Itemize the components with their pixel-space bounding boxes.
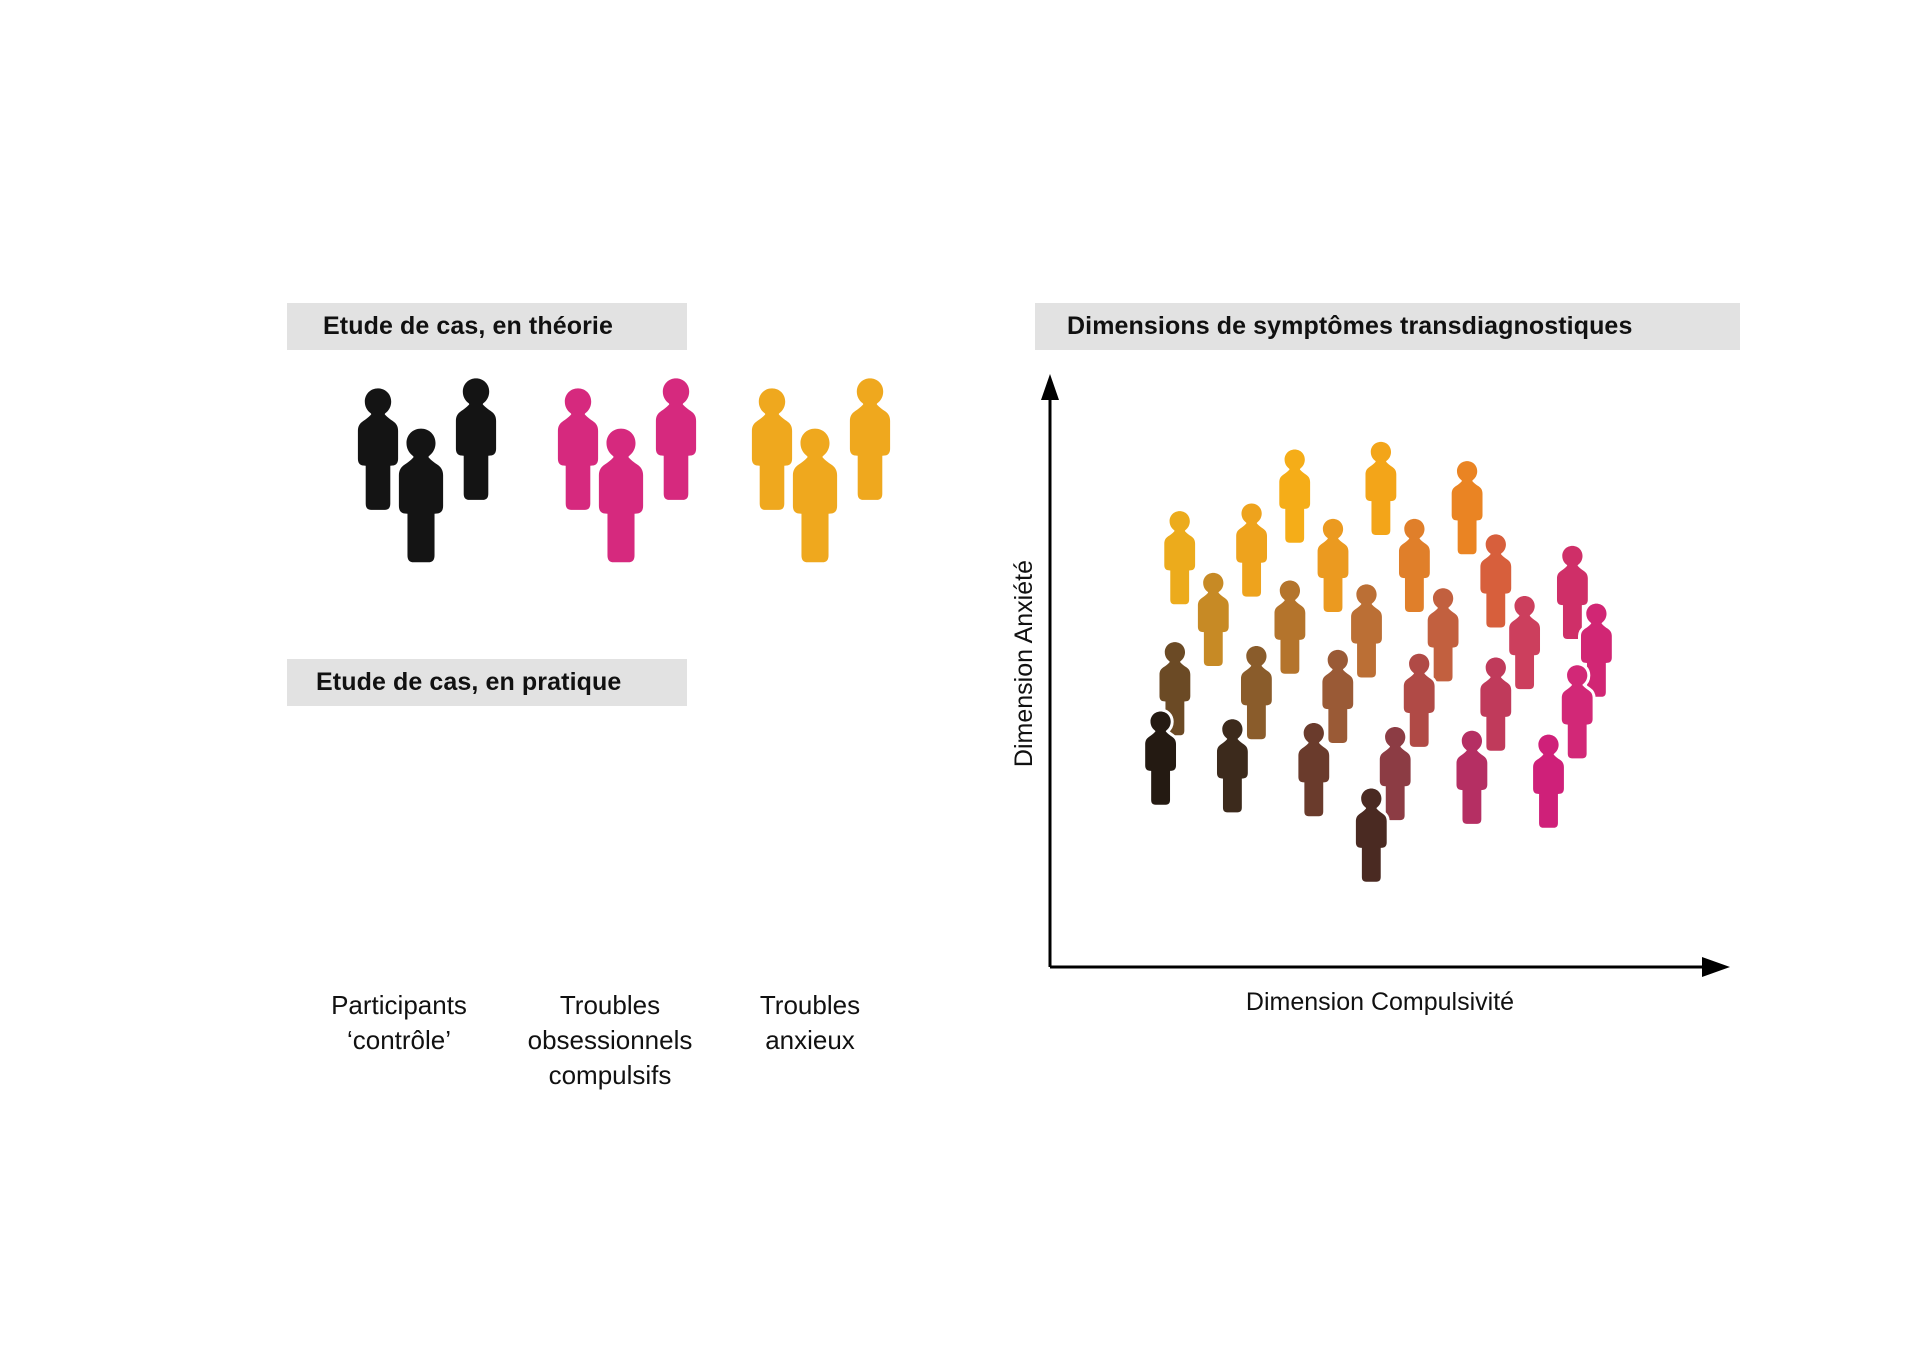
- crowd-person: [1279, 450, 1310, 543]
- crowd-person: [1480, 534, 1511, 627]
- axes: [1040, 372, 1740, 977]
- figure-group-ocd-practice: [548, 728, 718, 978]
- crowd-person: [1557, 546, 1588, 639]
- crowd-pictograms: [1110, 430, 1670, 930]
- crowd-person: [1404, 654, 1435, 747]
- crowd-person: [1298, 723, 1329, 816]
- pictogram-trio-mottled: [548, 728, 718, 978]
- group-label-anxiety: Troubles anxieux: [759, 990, 861, 1055]
- figure-group-ocd-theory: [548, 372, 718, 622]
- crowd-person: [1241, 646, 1272, 739]
- crowd-person: [1399, 519, 1430, 612]
- banner-etude-theorie: Etude de cas, en théorie: [287, 303, 687, 350]
- figure-group-control-theory: [348, 372, 518, 622]
- crowd-person: [1351, 584, 1382, 677]
- y-axis-label: Dimension Anxiété: [1010, 560, 1038, 768]
- x-axis-label: Dimension Compulsivité: [1245, 988, 1515, 1016]
- crowd-person: [1533, 735, 1564, 828]
- crowd-person: [1365, 442, 1396, 535]
- x-axis-arrowhead: [1702, 957, 1730, 977]
- figure-group-anxiety-theory: [742, 372, 912, 622]
- crowd-person: [1480, 658, 1511, 751]
- scatter-crowd: [1110, 430, 1670, 930]
- crowd-person: [1318, 519, 1349, 612]
- crowd-person: [1236, 503, 1267, 596]
- crowd-person: [1380, 727, 1411, 820]
- group-label-ocd: Troubles obsessionnels compulsifs: [527, 990, 693, 1090]
- crowd-person: [1356, 789, 1387, 882]
- pictogram-trio: [557, 378, 697, 622]
- banner-dimensions-transdiagnostiques: Dimensions de symptômes transdiagnostiqu…: [1035, 303, 1740, 350]
- crowd-person: [1428, 588, 1459, 681]
- crowd-person: [1456, 731, 1487, 824]
- crowd-person: [1217, 719, 1248, 812]
- axis-lines: [1041, 374, 1730, 977]
- crowd-person: [1322, 650, 1353, 743]
- pictogram-trio: [357, 378, 497, 622]
- pictogram-trio-mottled: [348, 728, 518, 978]
- y-axis-arrowhead: [1041, 374, 1059, 400]
- crowd-person: [1164, 511, 1195, 604]
- crowd-person: [1452, 461, 1483, 554]
- crowd-person: [1145, 712, 1176, 805]
- crowd-person: [1562, 665, 1593, 758]
- crowd-person: [1198, 573, 1229, 666]
- pictogram-trio-mottled: [742, 728, 912, 978]
- crowd-person: [1509, 596, 1540, 689]
- crowd-person: [1274, 581, 1305, 674]
- figure-group-control-practice: [348, 728, 518, 978]
- pictogram-trio: [751, 378, 891, 622]
- banner-etude-pratique: Etude de cas, en pratique: [287, 659, 687, 706]
- group-label-control: Participants ‘contrôle’: [331, 990, 467, 1055]
- figure-group-anxiety-practice: [742, 728, 912, 978]
